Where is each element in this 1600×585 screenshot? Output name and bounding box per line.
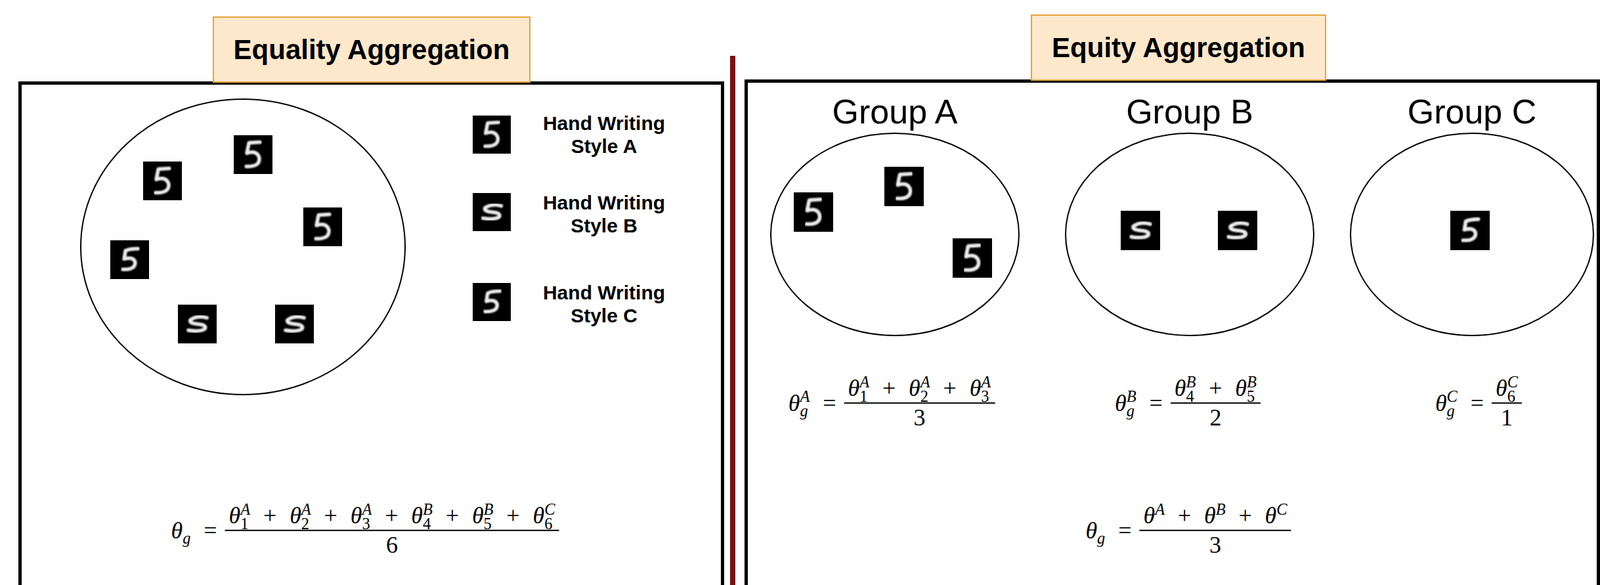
digit-image <box>793 192 834 232</box>
formula-numerator: θ1A + θ2A + θ3A + θ4B + θ5B + θ6C <box>225 501 560 530</box>
formula: θgC = θ6C1 <box>1435 374 1522 433</box>
digit-image <box>110 240 150 280</box>
formula-denominator: 3 <box>1205 531 1226 560</box>
group-ellipse: Group B <box>1064 132 1315 337</box>
legend-entry: Hand Writing Style A <box>521 112 687 158</box>
legend-sample-image <box>472 115 511 154</box>
digit-image <box>143 161 182 201</box>
formula-numerator: θ1A + θ2A + θ3A <box>843 374 995 403</box>
digit-image <box>233 135 273 174</box>
group-ellipse-outline <box>770 133 1019 336</box>
panel-title: Equity Aggregation <box>1030 14 1327 81</box>
group-outline <box>770 132 1020 337</box>
legend-text: Hand Writing Style B <box>542 191 666 237</box>
digit-image <box>303 207 343 247</box>
digit-image <box>1217 210 1258 251</box>
legend-sample-image <box>472 282 511 322</box>
digit-image <box>177 304 217 344</box>
digit-image <box>1120 210 1161 251</box>
legend-sample-image <box>472 193 511 232</box>
formula-denominator: 6 <box>382 531 402 560</box>
pool-ellipse <box>80 99 406 395</box>
group-title: Group B <box>1125 92 1254 132</box>
formula-lhs: θg = <box>171 516 218 543</box>
fraction: θ1A + θ2A + θ3A3 <box>843 374 995 433</box>
formula-numerator: θ6C <box>1491 374 1522 403</box>
group-title: Group A <box>832 92 958 132</box>
fraction-bar <box>1491 402 1522 404</box>
formula-denominator: 1 <box>1496 403 1517 433</box>
formula: θg = θA + θB + θC3 <box>1085 501 1291 560</box>
fraction: θ1A + θ2A + θ3A + θ4B + θ5B + θ6C6 <box>225 501 560 560</box>
fraction-bar <box>1139 529 1291 532</box>
formula-lhs: θgB = <box>1114 389 1163 416</box>
formula-lhs: θgA = <box>788 389 837 416</box>
digit-image <box>952 238 993 278</box>
formula: θg = θ1A + θ2A + θ3A + θ4B + θ5B + θ6C6 <box>171 501 560 560</box>
fraction-bar <box>225 529 560 532</box>
formula: θgB = θ4B + θ5B2 <box>1114 374 1261 433</box>
legend-entry: Hand Writing Style B <box>521 191 687 238</box>
legend-entry: Hand Writing Style C <box>521 281 687 327</box>
divider-line <box>730 55 736 585</box>
formula-numerator: θA + θB + θC <box>1139 501 1291 530</box>
fraction: θ4B + θ5B2 <box>1170 374 1261 433</box>
formula: θgA =θ1A + θ2A + θ3A3 <box>788 374 996 433</box>
group-ellipse-outline <box>1350 133 1594 336</box>
group-ellipse: Group A <box>770 132 1020 337</box>
formula-denominator: 2 <box>1205 403 1226 433</box>
fraction: θA + θB + θC3 <box>1139 501 1291 560</box>
group-ellipse: Group C <box>1349 132 1595 337</box>
formula-lhs: θgC = <box>1435 389 1484 416</box>
digit-image <box>1450 210 1490 251</box>
group-outline <box>1349 132 1595 337</box>
legend-text: Hand Writing Style A <box>542 112 666 157</box>
digit-image <box>884 166 924 207</box>
legend-text: Hand Writing Style C <box>542 281 666 327</box>
group-ellipse-outline <box>1065 133 1314 336</box>
formula-lhs: θg = <box>1085 516 1132 543</box>
digit-image <box>275 304 314 344</box>
formula-denominator: 3 <box>909 403 930 433</box>
panel-box: Equity AggregationGroup AGroup BGroup C <box>744 79 1600 585</box>
panel-title: Equality Aggregation <box>212 16 532 83</box>
fraction: θ6C1 <box>1491 374 1522 433</box>
formula-numerator: θ4B + θ5B <box>1170 374 1261 403</box>
group-title: Group C <box>1407 92 1537 132</box>
group-outline <box>1064 132 1315 337</box>
